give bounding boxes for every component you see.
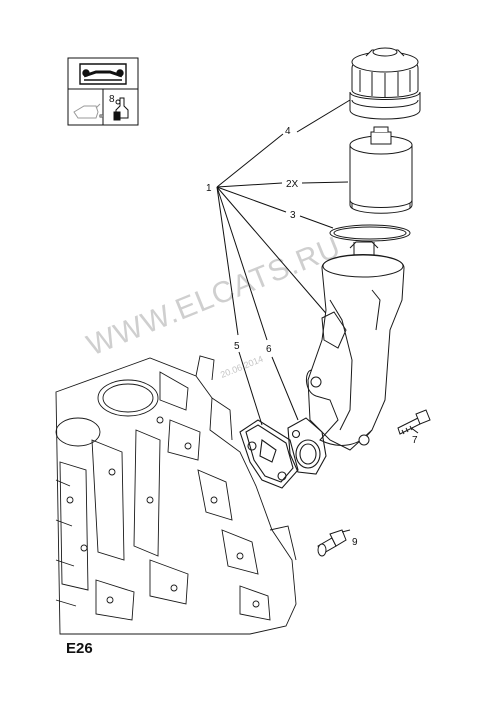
manual-wrench-icon (79, 63, 127, 85)
bolt-icon (397, 409, 431, 435)
engine-block-icon (55, 355, 297, 635)
filter-element-icon (349, 126, 413, 214)
seal-ring-icon (329, 224, 411, 242)
cap-icon (349, 47, 421, 120)
gasket-icon (239, 419, 299, 489)
special-tool-icon (113, 97, 129, 121)
legend-box (67, 57, 139, 126)
watermark-text: WWW.ELCATS.RU (82, 230, 345, 362)
watermark-date: 20.06.2014 (219, 354, 265, 380)
sensor-icon (317, 529, 351, 557)
callout-3: 3 (290, 210, 296, 221)
gasket-icon (287, 417, 327, 475)
callout-6: 6 (266, 344, 272, 355)
oil-can-icon (73, 103, 103, 119)
callout-4: 4 (285, 126, 291, 137)
callout-9: 9 (352, 537, 358, 548)
callout-1: 1 (206, 183, 212, 194)
leader-lines (216, 99, 419, 434)
housing-icon (306, 241, 405, 451)
callout-5: 5 (234, 341, 240, 352)
page-code: E26 (66, 640, 93, 657)
callout-2x: 2X (286, 179, 299, 190)
legend-tool-number: 8 (109, 94, 115, 105)
callout-7: 7 (412, 435, 418, 446)
